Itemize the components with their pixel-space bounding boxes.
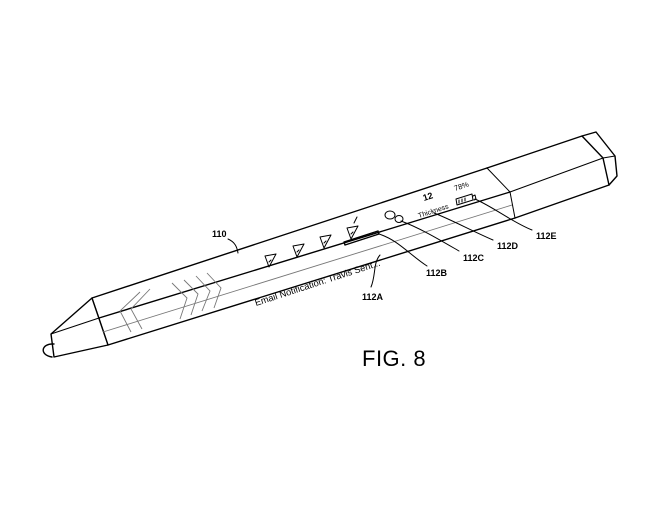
chevron-arrows-icon bbox=[119, 272, 222, 333]
ref-112c: 112C bbox=[463, 253, 485, 263]
thickness-value: 12 bbox=[422, 190, 435, 203]
battery-icon bbox=[455, 193, 477, 206]
ref-112a: 112A bbox=[362, 292, 384, 302]
reference-leaders bbox=[227, 198, 533, 288]
ref-112d: 112D bbox=[497, 241, 519, 251]
stylus-barrel bbox=[91, 167, 516, 346]
pen-tool-icon-1 bbox=[264, 253, 277, 268]
ref-110: 110 bbox=[212, 229, 227, 239]
pen-tool-icon-3 bbox=[319, 234, 332, 249]
color-palette-icon[interactable] bbox=[384, 210, 404, 223]
pen-tool-icon-4 bbox=[346, 216, 359, 240]
pen-tool-icon-2 bbox=[292, 243, 305, 258]
figure-caption: FIG. 8 bbox=[362, 346, 426, 371]
ref-112b: 112B bbox=[426, 268, 448, 278]
battery-percent: 78% bbox=[453, 180, 470, 193]
stylus-tip bbox=[42, 297, 109, 358]
stylus-cap bbox=[486, 131, 618, 219]
ref-112e: 112E bbox=[536, 231, 557, 241]
